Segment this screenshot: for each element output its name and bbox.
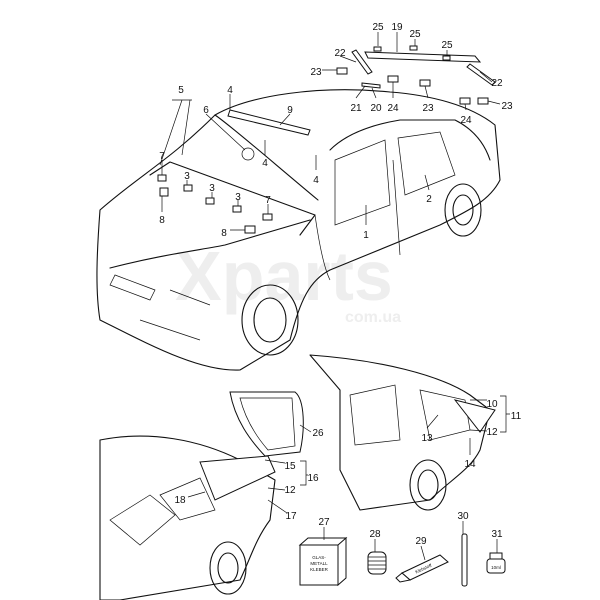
callout: 7 — [265, 195, 271, 206]
leader-lines — [159, 32, 510, 561]
callout: 13 — [421, 433, 433, 444]
svg-text:Xparts: Xparts — [175, 237, 393, 315]
callout: 5 — [178, 85, 184, 96]
callout: 14 — [464, 459, 476, 470]
callout-labels: 25 19 25 25 22 23 22 23 21 20 24 23 24 5… — [159, 22, 521, 547]
callout: 11 — [511, 411, 522, 422]
callout: 7 — [159, 151, 165, 162]
callout: 12 — [284, 485, 296, 496]
callout: 31 — [491, 529, 503, 540]
callout: 9 — [287, 105, 293, 116]
callout: 15 — [284, 461, 296, 472]
svg-text:10ml: 10ml — [491, 565, 501, 570]
callout: 28 — [369, 529, 381, 540]
callout: 29 — [415, 536, 427, 547]
svg-text:GLAS-: GLAS- — [312, 555, 326, 560]
callout: 26 — [312, 428, 324, 439]
callout: 23 — [422, 103, 434, 114]
roof-trim-parts — [157, 45, 496, 234]
callout: 22 — [334, 48, 346, 59]
product-primer-bottle: 10ml — [486, 552, 506, 574]
svg-text:METALL: METALL — [310, 561, 328, 566]
product-wire-coil — [367, 551, 387, 575]
callout: 8 — [221, 228, 227, 239]
callout: 17 — [285, 511, 297, 522]
callout: 6 — [203, 105, 209, 116]
callout: 3 — [235, 192, 241, 203]
callout: 25 — [409, 29, 421, 40]
callout: 25 — [372, 22, 384, 33]
callout: 27 — [318, 517, 330, 528]
callout: 20 — [370, 103, 382, 114]
callout: 24 — [387, 103, 399, 114]
callout: 4 — [227, 85, 233, 96]
callout: 24 — [460, 115, 472, 126]
product-rod — [461, 533, 468, 587]
callout: 3 — [209, 183, 215, 194]
callout: 19 — [391, 22, 403, 33]
callout: 3 — [184, 171, 190, 182]
product-adhesive-tube: Klebstoff — [395, 554, 449, 583]
callout: 21 — [350, 103, 362, 114]
product-glass-metal-adhesive-box: GLAS- METALL KLEBER — [298, 536, 348, 587]
callout: 23 — [501, 101, 513, 112]
watermark: Xparts com.ua — [175, 237, 401, 326]
sedan-main-drawing — [96, 89, 501, 371]
callout: 30 — [457, 511, 469, 522]
callout: 23 — [310, 67, 322, 78]
svg-text:KLEBER: KLEBER — [310, 567, 329, 572]
callout: 4 — [262, 158, 268, 169]
callout: 8 — [159, 215, 165, 226]
callout: 12 — [486, 427, 498, 438]
callout: 18 — [174, 495, 186, 506]
callout: 4 — [313, 175, 319, 186]
callout: 10 — [486, 399, 498, 410]
wagon-drawing — [99, 391, 304, 600]
callout: 22 — [491, 78, 503, 89]
sedan-rear-drawing — [309, 354, 496, 511]
callout: 1 — [363, 230, 369, 241]
svg-text:com.ua: com.ua — [345, 309, 401, 326]
callout: 25 — [441, 40, 453, 51]
callout: 2 — [426, 194, 432, 205]
callout: 16 — [307, 473, 319, 484]
